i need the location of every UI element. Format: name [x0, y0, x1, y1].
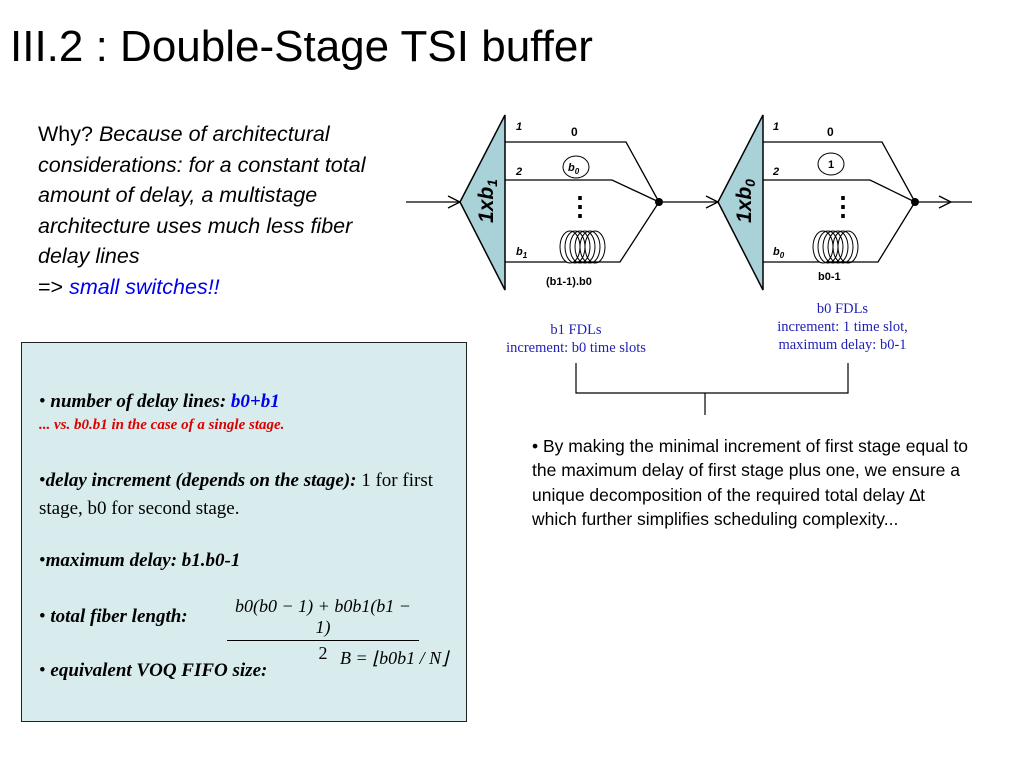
why-lead: Why? [38, 122, 93, 146]
stage1-ellipsis: ⋮ [567, 191, 593, 221]
stage2-line-0-label: 0 [827, 125, 834, 139]
voq-size-formula: B = ⌊b0b1 / N⌋ [340, 648, 449, 668]
stage1-port-1: 1 [516, 121, 522, 133]
decomposition-note: • By making the minimal increment of fir… [532, 436, 969, 529]
stage2-line-1 [763, 179, 916, 203]
stage2-caption-line2: increment: 1 time slot, [777, 319, 908, 335]
stage2-line-0 [763, 141, 916, 203]
fiber-length-formula: b0(b0 − 1) + b0b1(b1 − 1) 2 [227, 596, 419, 664]
stage1-caption-line1: b1 FDLs [550, 322, 602, 338]
stage1-fiber-coil [559, 230, 606, 264]
box-item-voq-size: • equivalent VOQ FIFO size: [39, 660, 268, 681]
summary-box: • number of delay lines: b0+b1 ... vs. b… [21, 342, 467, 722]
why-arrow: => [38, 274, 64, 299]
stage2-ellipsis: ⋮ [830, 191, 856, 221]
fiber-length-denominator: 2 [318, 643, 328, 663]
why-paragraph: Why? Because of architectural considerat… [38, 119, 408, 302]
stage1-coil-label: (b1-1).b0 [546, 276, 592, 288]
slide-title: III.2 : Double-Stage TSI buffer [10, 22, 593, 71]
stage2-port-b0: b0 [773, 246, 785, 260]
stage1-caption: b1 FDLs increment: b0 time slots [484, 321, 668, 357]
stage1-unit-coil [562, 155, 590, 179]
stage1-switch [459, 114, 506, 291]
stage1-line-1 [505, 179, 660, 203]
why-body: Because of architectural considerations:… [38, 122, 366, 268]
stage2-fiber-coil [812, 230, 859, 264]
stage2-caption: b0 FDLs increment: 1 time slot, maximum … [745, 300, 940, 354]
stage1-line-0 [505, 141, 660, 203]
stage2-port-2: 2 [772, 166, 779, 178]
stage1-port-b1: b1 [516, 246, 528, 260]
box-item-increment: •delay increment (depends on the stage):… [39, 470, 433, 519]
stage2-port-1: 1 [773, 121, 779, 133]
stage1-unit-coil-label: b0 [568, 162, 580, 176]
stage1-line-0-label: 0 [571, 125, 578, 139]
stage2-switch [717, 114, 764, 291]
caption-bracket [575, 363, 849, 415]
stage2-unit-coil-label: 1 [828, 159, 834, 171]
why-highlight: small switches!! [69, 274, 220, 299]
box-item-fiber-length: • total fiber length: [39, 606, 188, 627]
box-item-max-delay: •maximum delay: b1.b0-1 [39, 550, 241, 571]
stage2-caption-line1: b0 FDLs [816, 301, 869, 317]
stage1-line-last [505, 201, 660, 263]
fiber-length-numerator: b0(b0 − 1) + b0b1(b1 − 1) [227, 596, 419, 641]
stage2-switch-label: 1xb0 [733, 179, 758, 223]
stage2-caption-line3: maximum delay: b0-1 [778, 337, 907, 353]
two-stage-diagram: 1xb1 1 2 b1 0 b0 ⋮ (b1-1).b0 1xb0 1 2 b0… [406, 114, 972, 291]
stage1-switch-label: 1xb1 [475, 179, 500, 223]
stage1-port-2: 2 [515, 166, 522, 178]
box-item-delay-lines: • number of delay lines: b0+b1 [39, 391, 280, 412]
stage2-line-last [763, 201, 916, 263]
stage2-unit-coil [817, 152, 845, 176]
stage2-coil-label: b0-1 [818, 271, 841, 283]
stage1-caption-line2: increment: b0 time slots [506, 340, 646, 356]
output-arrowhead [938, 195, 953, 209]
box-item-single-stage-note: ... vs. b0.b1 in the case of a single st… [39, 417, 285, 433]
